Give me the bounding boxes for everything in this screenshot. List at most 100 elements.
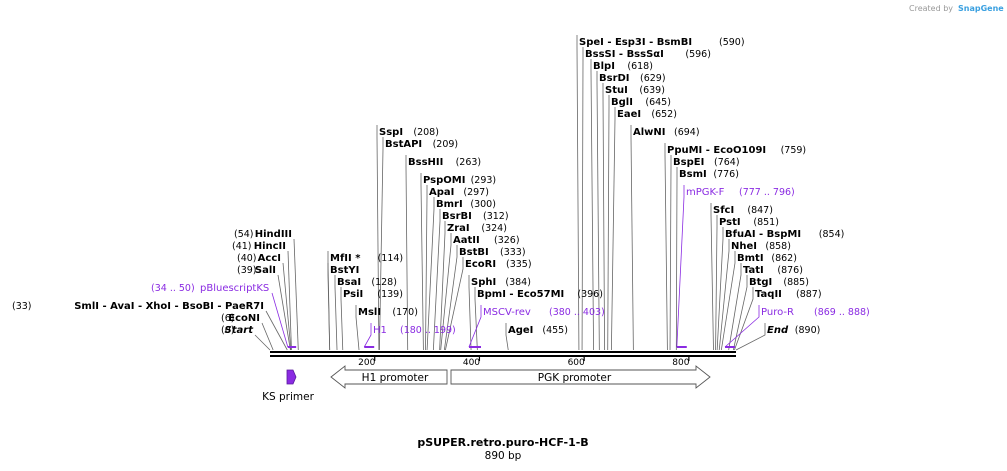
site-label-hincii[interactable]: HincII [254,241,286,252]
primer-label-mscv-rev[interactable]: MSCV-rev [483,307,531,318]
site-label-tati[interactable]: TatI [743,265,764,276]
site-position-bgli: (645) [645,97,671,108]
site-label-mfii[interactable]: MfII * [330,253,361,264]
snapgene-logo-text: SnapGene [958,4,1004,13]
site-label-alwni[interactable]: AlwNI [633,127,666,138]
site-position-bmti: (862) [771,253,797,264]
site-label-btgi[interactable]: BtgI [749,277,772,288]
site-label-aatii[interactable]: AatII [453,235,480,246]
primer-range-mscv-rev: (380 .. 403) [549,307,605,318]
tick-label-800: 800 [672,358,689,368]
primer-label-puro-r[interactable]: Puro-R [761,307,794,318]
site-leader-ecori [445,257,464,351]
site-label-sfci[interactable]: SfcI [713,205,734,216]
primer-leader-mpgk-f [676,185,685,348]
site-label-bspei[interactable]: BspEI [673,157,704,168]
site-position-sspi: (208) [413,127,439,138]
feature-arrow-pgk-promoter[interactable] [450,365,711,389]
primer-range-h1: (180 .. 199) [400,325,456,336]
site-label-bsshii[interactable]: BssHII [408,157,443,168]
site-label-end[interactable]: End [767,325,789,336]
site-position-bsssi-bsss-i: (596) [685,49,711,60]
site-label-bstyi[interactable]: BstYI [330,265,359,276]
site-leader-bsssi-bsss-i [581,47,584,351]
site-leader-hindiii [293,238,299,351]
site-label-bsssi-bsss-i[interactable]: BssSI - BssSαI [585,49,664,60]
primer-range-mpgk-f: (777 .. 796) [739,187,795,198]
site-leaders [254,35,766,351]
site-label-econi[interactable]: EcoNI [228,313,260,324]
site-label-ecori[interactable]: EcoRI [465,259,496,270]
site-leader-bsai [334,275,338,351]
primer-label-h1[interactable]: H1 [373,325,387,336]
created-by-text: Created by [909,4,953,13]
tick-label-400: 400 [463,358,480,368]
site-leader-bfuai-bspmi [716,227,724,351]
primer-label-pbluescriptks[interactable]: pBluescriptKS [200,283,269,294]
site-position-hindiii: (54) [234,229,254,240]
site-label-msli[interactable]: MslI [358,307,381,318]
site-leader-bsrdi [596,71,600,351]
site-label-psti[interactable]: PstI [719,217,741,228]
site-label-eaei[interactable]: EaeI [617,109,641,120]
site-leader-blpi [590,59,594,351]
primer-range-puro-r: (869 .. 888) [814,307,870,318]
site-label-acci[interactable]: AccI [258,253,281,264]
primer-annotations: pBluescriptKS(34 .. 50)H1(180 .. 199)MSC… [151,185,870,348]
site-label-spei-esp3i-bsmbi[interactable]: SpeI - Esp3I - BsmBI [579,37,692,48]
site-label-sphi[interactable]: SphI [471,277,496,288]
site-label-bpmi-eco57mi[interactable]: BpmI - Eco57MI [477,289,564,300]
site-leader-bsmi [675,167,678,351]
site-leader-msli [355,305,360,351]
feature-arrow-ks-primer[interactable] [286,369,297,385]
site-position-acci: (40) [237,253,257,264]
site-label-apai[interactable]: ApaI [429,187,454,198]
feature-arrow-h1-promoter[interactable] [330,365,448,389]
site-label-nhei[interactable]: NheI [731,241,757,252]
primer-label-mpgk-f[interactable]: mPGK-F [686,187,725,198]
site-label-sali[interactable]: SalI [255,265,276,276]
site-label-agei[interactable]: AgeI [508,325,533,336]
site-position-aatii: (326) [494,235,520,246]
primer-leader-puro-r [724,305,760,348]
site-label-taqii[interactable]: TaqII [755,289,782,300]
site-position-taqii: (887) [796,289,822,300]
site-label-hindiii[interactable]: HindIII [255,229,292,240]
site-label-psii[interactable]: PsiI [343,289,363,300]
site-leader-stui [602,83,605,351]
site-label-pspomi[interactable]: PspOMI [423,175,465,186]
site-label-start[interactable]: Start [225,325,255,336]
site-label-bsai[interactable]: BsaI [337,277,361,288]
site-leader-econi [261,322,274,351]
site-label-bmri[interactable]: BmrI [436,199,463,210]
site-position-ppumi-ecoo109i: (759) [781,145,807,156]
site-label-bsrdi[interactable]: BsrDI [599,73,630,84]
site-leader-smli-avai-xhoi-bsobi-paer7i [265,310,288,351]
site-leader-bpmi-eco57mi [474,287,478,351]
site-position-agei: (455) [542,325,568,336]
site-position-pspomi: (293) [471,175,497,186]
site-label-stui[interactable]: StuI [605,85,628,96]
site-label-bmti[interactable]: BmtI [737,253,764,264]
tick-label-200: 200 [358,358,375,368]
site-label-sspi[interactable]: SspI [379,127,403,138]
site-label-bfuai-bspmi[interactable]: BfuAI - BspMI [725,229,801,240]
site-label-zrai[interactable]: ZraI [447,223,470,234]
site-leader-bmri [426,197,435,351]
site-leader-spei-esp3i-bsmbi [576,35,580,351]
site-position-eaei: (652) [651,109,677,120]
site-label-bgli[interactable]: BglI [611,97,633,108]
site-label-bstapi[interactable]: BstAPI [385,139,422,150]
site-label-ppumi-ecoo109i[interactable]: PpuMI - EcoO109I [667,145,766,156]
site-label-smli-avai-xhoi-bsobi-paer7i[interactable]: SmlI - AvaI - XhoI - BsoBI - PaeR7I [74,301,264,312]
site-label-bstbi[interactable]: BstBI [459,247,489,258]
site-position-nhei: (858) [765,241,791,252]
site-position-sfci: (847) [747,205,773,216]
site-label-bsmi[interactable]: BsmI [679,169,707,180]
site-position-apai: (297) [463,187,489,198]
site-label-blpi[interactable]: BlpI [593,61,615,72]
site-position-smli-avai-xhoi-bsobi-paer7i: (33) [12,301,32,312]
site-label-bsrbi[interactable]: BsrBI [442,211,472,222]
site-position-psii: (139) [377,289,403,300]
site-position-msli: (170) [392,307,418,318]
